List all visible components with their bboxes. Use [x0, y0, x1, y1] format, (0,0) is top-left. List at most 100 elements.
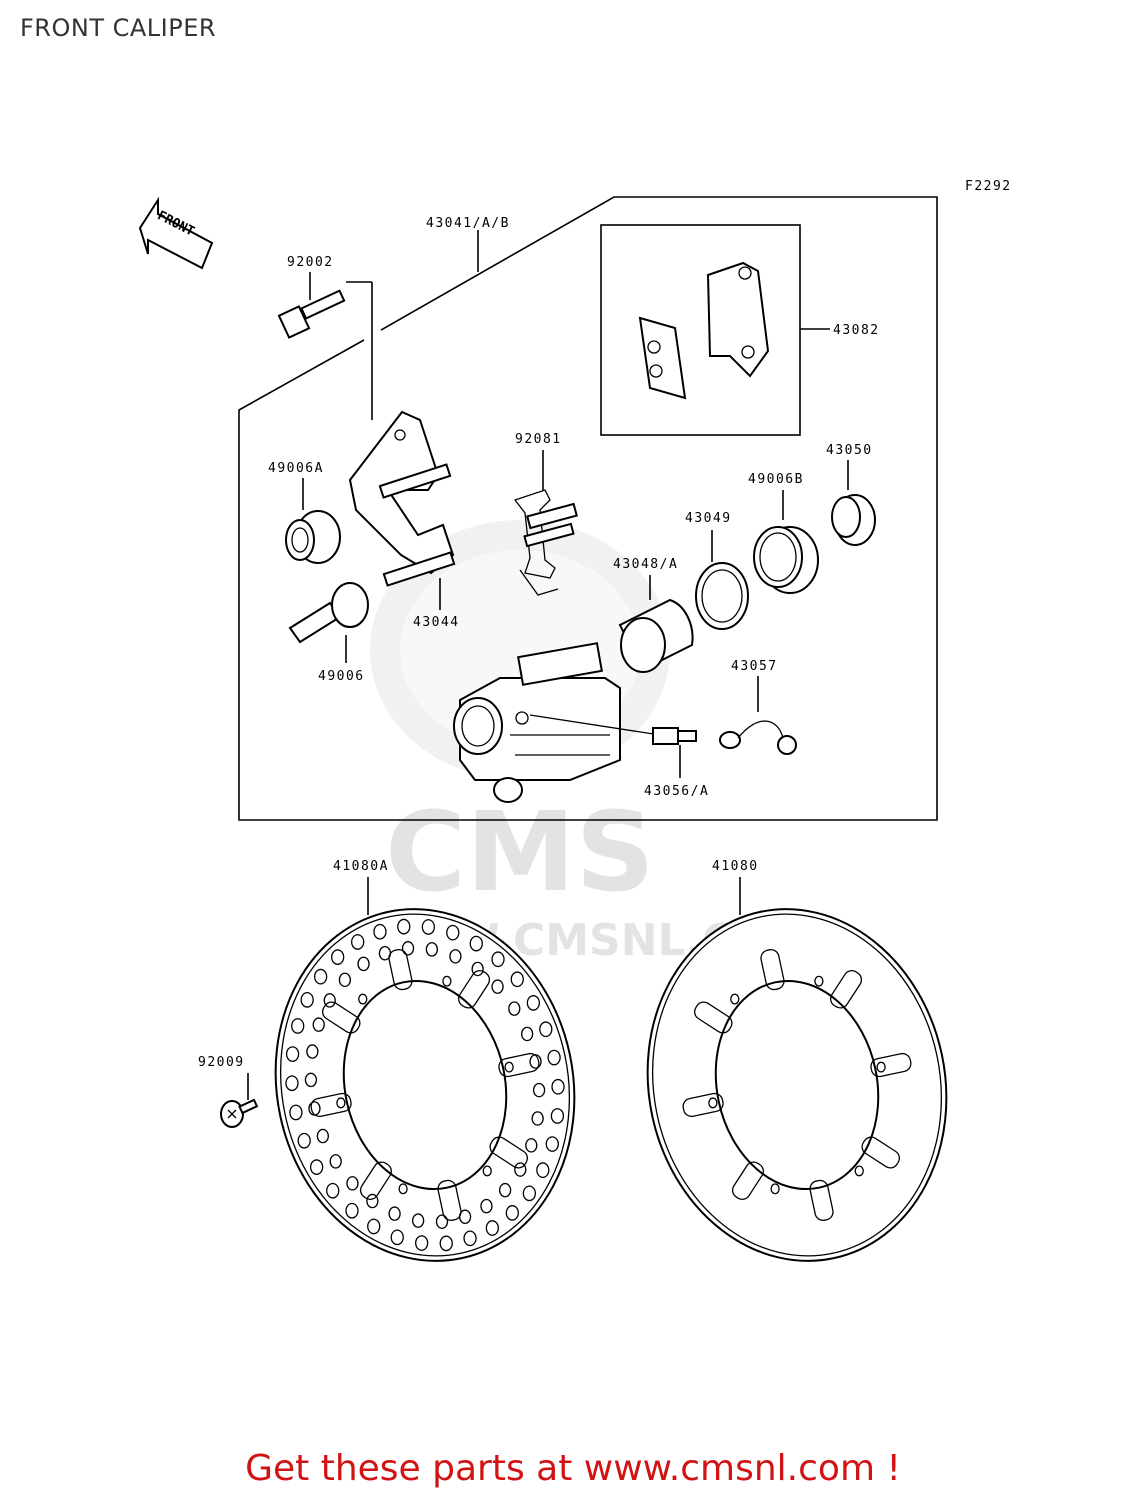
caliper-body-icon [453, 642, 621, 803]
disc-hole [397, 918, 411, 935]
disc-slot [693, 1001, 733, 1034]
piston-icon [618, 598, 694, 673]
bolt-icon [277, 289, 346, 339]
disc-hole [526, 995, 541, 1011]
disc-hole [285, 1046, 300, 1062]
disc-hole [291, 1018, 305, 1034]
disc-hole [536, 1162, 550, 1179]
disc-slot [388, 948, 413, 991]
disc-slot [359, 1161, 392, 1200]
label-41080: 41080 [712, 859, 759, 874]
disc-hole [442, 975, 452, 987]
disc-hole [510, 971, 524, 988]
disc-hole [435, 1214, 449, 1229]
disc-hole [491, 951, 505, 968]
disc-hole [480, 1198, 493, 1214]
label-49006: 49006 [318, 669, 365, 684]
label-92081: 92081 [515, 432, 562, 447]
disc-hole [539, 1021, 553, 1038]
disc-hole [351, 934, 365, 950]
disc-slot [870, 1052, 912, 1078]
pin-icon [288, 582, 369, 644]
disc-slot [458, 970, 491, 1009]
disc-hole [425, 942, 439, 957]
label-92002: 92002 [287, 255, 334, 270]
disc-hole [514, 1162, 527, 1177]
boot-icon [285, 510, 341, 564]
disc-hole [532, 1082, 546, 1098]
label-43049: 43049 [685, 511, 732, 526]
disc-hole [469, 935, 483, 952]
disc-slot [861, 1136, 901, 1169]
disc-hole [313, 968, 328, 985]
disc-hole [463, 1230, 477, 1247]
disc-screw-icon [220, 1098, 259, 1128]
disc-hole [306, 1044, 319, 1059]
label-43056A: 43056/A [644, 784, 709, 799]
disc-hole [504, 1061, 514, 1073]
disc-slot [489, 1136, 529, 1169]
disc-hole [300, 991, 314, 1008]
seal-ring-icon [695, 562, 749, 630]
label-92009: 92009 [198, 1055, 245, 1070]
disc-hole [550, 1108, 565, 1124]
promo-link[interactable]: Get these parts at www.cmsnl.com ! [245, 1448, 901, 1489]
front-arrow-icon: FRONT [138, 196, 214, 270]
disc-hole [730, 993, 740, 1005]
caliper-holder-icon [348, 410, 456, 587]
disc-hole [345, 1202, 359, 1219]
disc-slot [682, 1092, 724, 1118]
disc-hole [876, 1061, 886, 1073]
label-49006B: 49006B [748, 472, 804, 487]
disc-hole [338, 972, 352, 988]
piston-seal-icon [753, 526, 819, 594]
disc-slot [310, 1092, 352, 1118]
disc-hole [770, 1183, 780, 1195]
disc-hole [336, 1097, 346, 1109]
dust-seal-icon [831, 494, 876, 546]
disc-slot [830, 970, 863, 1009]
disc-hole [482, 1165, 492, 1177]
disc-hole [854, 1165, 864, 1177]
disc-hole [491, 979, 504, 994]
figure-code: F2292 [965, 179, 1012, 194]
label-43057: 43057 [731, 659, 778, 674]
bleeder-cap-icon [719, 720, 797, 755]
disc-hole [551, 1078, 565, 1095]
disc-slot [809, 1179, 834, 1222]
disc-hole [367, 1218, 381, 1235]
pad-set-box [600, 224, 801, 436]
label-43082: 43082 [833, 323, 880, 338]
brake-disc-right-icon [646, 908, 948, 1262]
disc-hole [708, 1097, 718, 1109]
disc-hole [366, 1193, 379, 1209]
disc-hole [316, 1128, 330, 1144]
disc-hole [304, 1072, 318, 1088]
disc-hole [522, 1185, 537, 1202]
disc-hole [285, 1075, 299, 1092]
disc-hole [390, 1229, 404, 1246]
disc-hole [498, 1182, 512, 1198]
disc-hole [508, 1001, 521, 1016]
disc-hole [312, 1017, 325, 1032]
label-43048A: 43048/A [613, 557, 678, 572]
disc-hole [446, 924, 460, 941]
disc-hole [547, 1049, 561, 1066]
disc-slot [321, 1001, 361, 1034]
disc-slot [437, 1179, 462, 1222]
spring-clip-icon [513, 489, 578, 596]
disc-hole [485, 1220, 499, 1236]
label-41080A: 41080A [333, 859, 389, 874]
disc-hole [411, 1213, 425, 1228]
disc-hole [398, 1183, 408, 1195]
disc-hole [545, 1136, 559, 1152]
label-49006A: 49006A [268, 461, 324, 476]
label-43041: 43041/A/B [426, 216, 510, 231]
label-43050: 43050 [826, 443, 873, 458]
disc-hole [358, 993, 368, 1005]
disc-hole [326, 1182, 340, 1199]
disc-hole [525, 1138, 538, 1153]
disc-hole [297, 1132, 311, 1149]
disc-hole [439, 1235, 453, 1252]
